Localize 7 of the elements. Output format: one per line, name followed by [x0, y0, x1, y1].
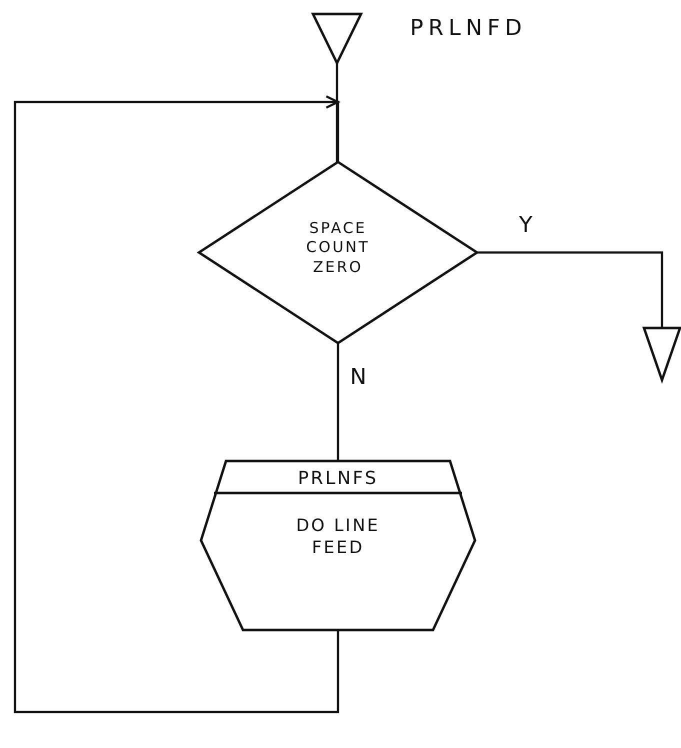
connector-line [477, 251, 664, 328]
process-text: DO LINE FEED [295, 515, 381, 560]
decision-text: SPACE COUNT ZERO [305, 218, 371, 277]
connector-line [336, 63, 338, 162]
subroutine-name: PRLNFS [296, 467, 380, 490]
entry-label: PRLNFD [410, 16, 527, 41]
connector-line [336, 343, 340, 461]
